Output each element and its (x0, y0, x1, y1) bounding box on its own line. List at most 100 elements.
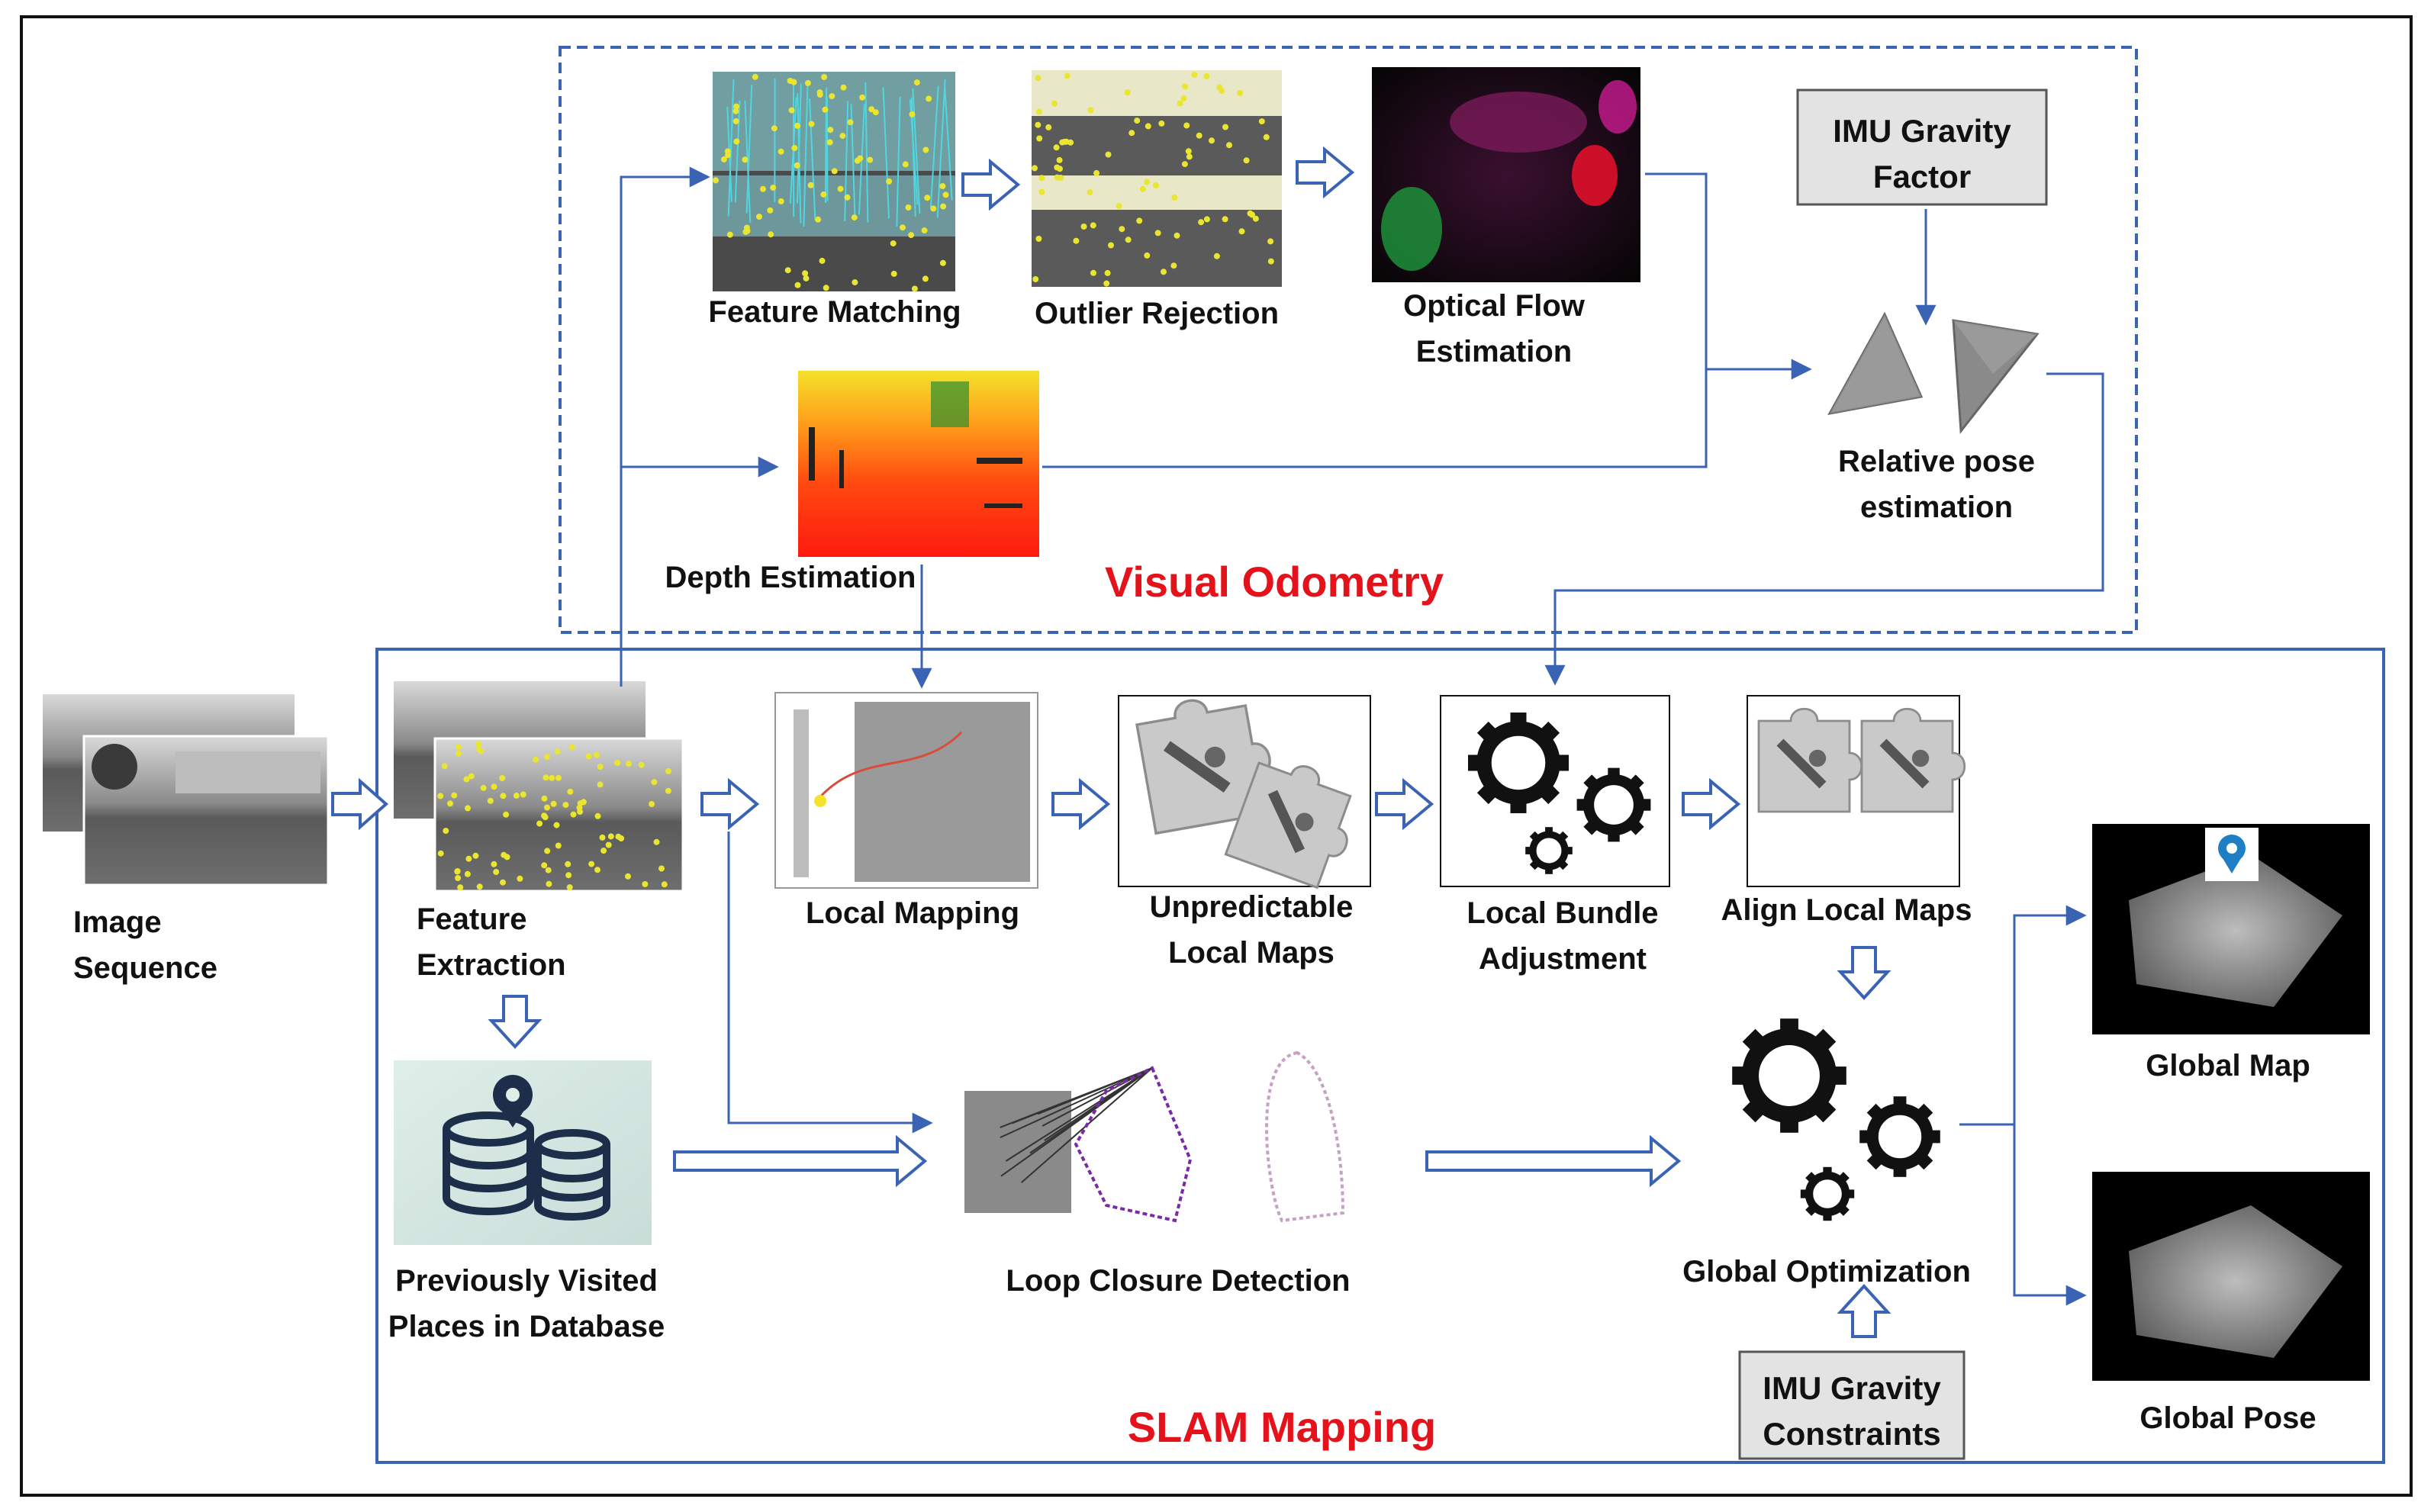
feature-dot (1247, 210, 1254, 217)
feature-dot (536, 820, 543, 827)
feature-dot (480, 784, 487, 791)
feature-dot (653, 838, 660, 845)
feature-dot (658, 865, 665, 872)
feature-dot (913, 79, 920, 86)
feature-dot (562, 802, 569, 809)
feature-dot (726, 231, 733, 238)
feature-dot (447, 800, 453, 807)
feature-dot (1181, 161, 1188, 168)
feature-dot (568, 744, 575, 751)
image-sequence-thumbnails (43, 694, 330, 886)
feature-dot (1219, 88, 1225, 95)
feature-dot (1035, 121, 1042, 128)
feature-dot (1196, 132, 1203, 139)
feature-dot (790, 79, 797, 85)
connectors (620, 166, 2104, 1306)
feature-dot (713, 177, 719, 184)
feature-dot (456, 751, 462, 757)
feature-dot (827, 127, 834, 134)
feature-dot (1203, 216, 1210, 223)
feature-dot (926, 95, 932, 102)
loop-closure-label: Loop Closure Detection (1006, 1264, 1350, 1298)
feature-dot (594, 812, 601, 819)
feature-dot (1226, 142, 1232, 149)
feature-dot (732, 108, 739, 114)
feature-dot (475, 741, 481, 748)
feature-dot (665, 767, 671, 774)
global-pose-label: Global Pose (2139, 1401, 2316, 1435)
feature-matching-label: Feature Matching (708, 295, 961, 329)
feature-dot (771, 125, 778, 132)
relative-pose-label-2: estimation (1860, 491, 2013, 524)
feature-dot (1180, 95, 1187, 101)
feature-dot (1038, 188, 1045, 195)
previously-visited-label-2: Places in Database (388, 1310, 665, 1343)
depth-estimation-label: Depth Estimation (665, 561, 916, 594)
feature-dot (768, 231, 774, 238)
feature-dot (1144, 179, 1151, 185)
feature-dot (607, 833, 614, 840)
feature-dot (1090, 222, 1096, 229)
feature-dot (455, 875, 462, 881)
feature-dot (939, 183, 946, 189)
visual-odometry-title: Visual Odometry (1105, 558, 1444, 606)
depth-estimation-image (798, 371, 1039, 557)
match-line (734, 100, 741, 203)
feature-dot (819, 257, 826, 264)
feature-dot (1080, 224, 1087, 230)
feature-dot (513, 792, 520, 799)
feature-dot (1183, 122, 1190, 129)
feature-dot (545, 867, 552, 873)
match-line (912, 88, 921, 214)
feature-dot (1161, 269, 1167, 275)
database-icon (394, 1060, 652, 1245)
feature-extraction-label-2: Extraction (417, 948, 566, 982)
feature-dot (615, 833, 622, 840)
feature-dot (1136, 217, 1143, 224)
feature-dot (1191, 72, 1198, 79)
feature-dot (816, 92, 823, 98)
feature-dot (794, 162, 800, 169)
feature-dot (465, 855, 472, 862)
match-line (826, 97, 829, 201)
feature-dot (457, 884, 464, 891)
feature-dot (815, 216, 822, 223)
feature-dot (1108, 242, 1114, 249)
feature-dot (1103, 280, 1110, 287)
feature-dot (852, 279, 858, 286)
local-mapping-label: Local Mapping (806, 896, 1019, 930)
feature-dot (1032, 165, 1038, 172)
feature-dot (1128, 130, 1135, 137)
feature-dot (822, 106, 829, 113)
slam-mapping-box (375, 648, 2385, 1464)
global-optimization-gears (1732, 1018, 1940, 1221)
feature-dot (807, 182, 814, 188)
feature-dot (437, 793, 444, 799)
feature-dot (541, 812, 548, 819)
feature-dot (451, 792, 458, 799)
imu-gravity-factor-label-1: IMU Gravity (1833, 113, 2011, 149)
feature-dot (1051, 100, 1058, 107)
feature-dot (859, 94, 866, 101)
feature-dot (464, 870, 471, 877)
feature-dot (840, 84, 847, 91)
feature-dot (1032, 276, 1039, 282)
feature-dot (500, 879, 506, 886)
feature-dot (724, 148, 731, 155)
feature-dot (454, 868, 461, 875)
feature-dot (778, 148, 784, 155)
feature-dot (555, 842, 562, 849)
feature-dot (549, 774, 555, 781)
feature-dot (1056, 156, 1063, 163)
feature-dot (1171, 194, 1178, 201)
feature-dot (500, 793, 507, 799)
feature-dot (614, 760, 621, 766)
feature-dot (767, 207, 774, 214)
image-sequence-label-1: Image (73, 906, 162, 939)
feature-dot (1105, 151, 1112, 158)
feature-dot (465, 805, 471, 812)
visual-odometry-box (559, 46, 2138, 634)
feature-dot (554, 748, 561, 754)
feature-dot (565, 872, 572, 879)
feature-dot (638, 761, 645, 768)
